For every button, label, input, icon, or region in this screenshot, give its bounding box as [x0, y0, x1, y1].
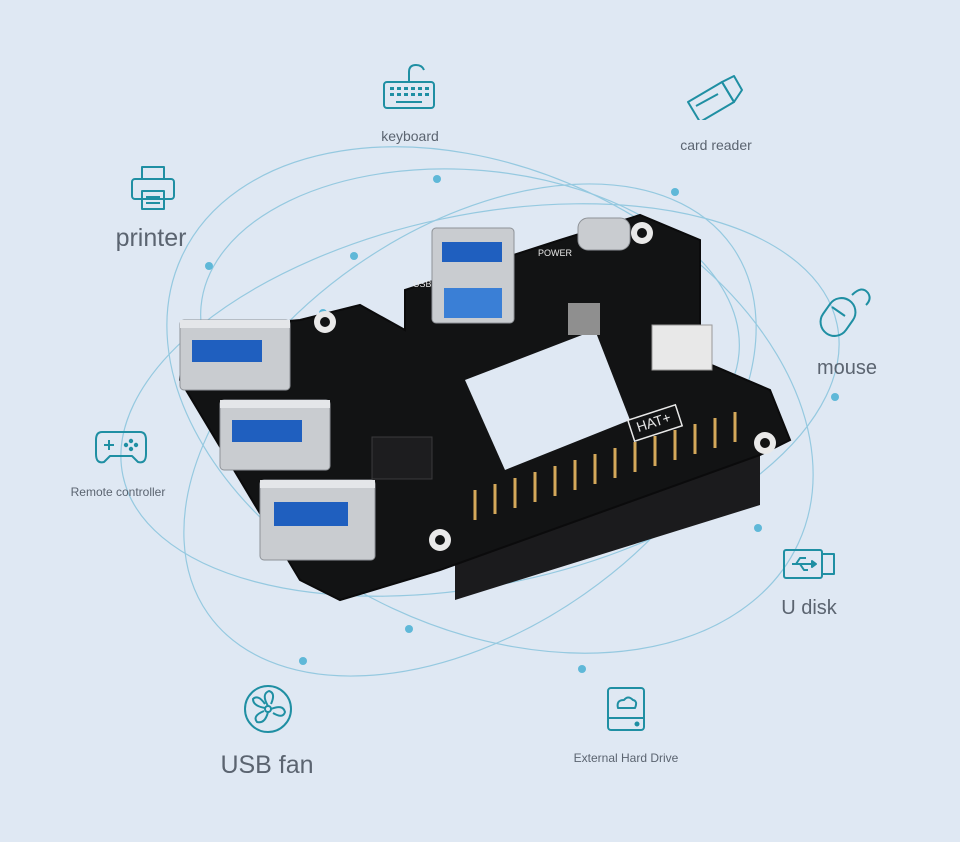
- orbit-node: [831, 393, 839, 401]
- chip: [371, 436, 433, 480]
- usb-ports-left: [179, 319, 376, 561]
- usb-fan-label: USB fan: [220, 751, 314, 779]
- printer-icon: [131, 166, 175, 210]
- orbit-ellipse: [166, 146, 814, 654]
- keyboard-icon: [383, 63, 435, 109]
- gpio-header-block: [455, 450, 760, 600]
- card-reader-label: card reader: [680, 137, 752, 153]
- remote-controller-label: Remote controller: [70, 485, 166, 499]
- keyboard-label: keyboard: [381, 128, 439, 144]
- usb-silkscreen: USB: [413, 279, 432, 289]
- chip: [568, 303, 600, 335]
- orbit-node: [350, 252, 358, 260]
- mouse-label: mouse: [816, 357, 878, 379]
- orbit-node: [299, 657, 307, 665]
- orbit-ellipse: [120, 203, 840, 597]
- orbit-node: [405, 625, 413, 633]
- orbit-node: [205, 262, 213, 270]
- hard-drive-icon: [607, 687, 645, 731]
- card-reader-icon: [687, 75, 743, 120]
- gamepad-icon: [95, 431, 147, 464]
- orbit-node: [578, 665, 586, 673]
- fan-icon: [244, 685, 292, 733]
- fpc-connector: [651, 324, 713, 371]
- usb-c-port: [577, 217, 631, 251]
- orbit-node: [433, 175, 441, 183]
- orbit-node: [754, 524, 762, 532]
- u-disk-label: U disk: [781, 597, 837, 619]
- usb-drive-icon: [783, 549, 835, 579]
- printer-label: printer: [115, 224, 187, 252]
- gpio-pins: [473, 412, 737, 520]
- mouse-icon: [819, 288, 871, 337]
- external-hard-drive-label: External Hard Drive: [573, 751, 679, 765]
- pcb-cutout: [465, 330, 630, 470]
- orbit-ellipse: [183, 183, 757, 677]
- power-silkscreen: POWER: [538, 248, 573, 258]
- orbit-node: [671, 188, 679, 196]
